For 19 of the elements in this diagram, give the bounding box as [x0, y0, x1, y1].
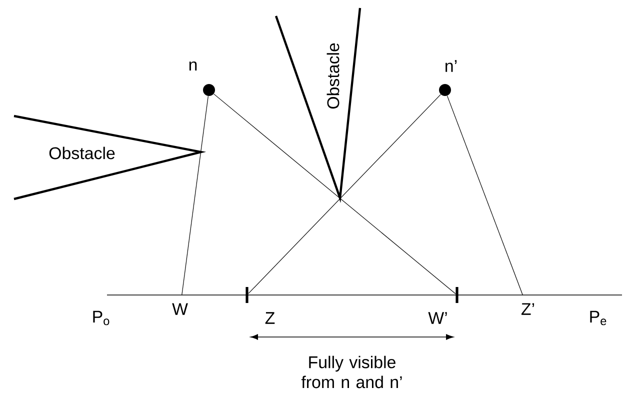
endpoint-label: P$_{e}$ — [590, 310, 606, 326]
sensor-dot — [203, 84, 215, 96]
point-label: W — [172, 303, 188, 315]
point-label: n — [189, 61, 197, 71]
visibility-note: Fully visible from n and n’ — [301, 356, 402, 388]
obstacle-label: Obstacle — [326, 43, 340, 109]
endpoint-label: P$_{o}$ — [93, 310, 110, 326]
point-label: Z’ — [521, 303, 534, 315]
sight-line — [248, 94, 441, 294]
point-label: Z — [265, 312, 275, 324]
sight-line — [446, 96, 523, 296]
tick-mark — [456, 287, 458, 303]
sight-line — [182, 96, 208, 296]
obstacle-label: Obstacle — [49, 146, 115, 160]
sensor-dot — [439, 84, 451, 96]
tick-mark — [246, 287, 248, 303]
point-label: W’ — [428, 312, 447, 324]
sight-line — [213, 94, 456, 294]
point-label: n’ — [446, 60, 457, 72]
